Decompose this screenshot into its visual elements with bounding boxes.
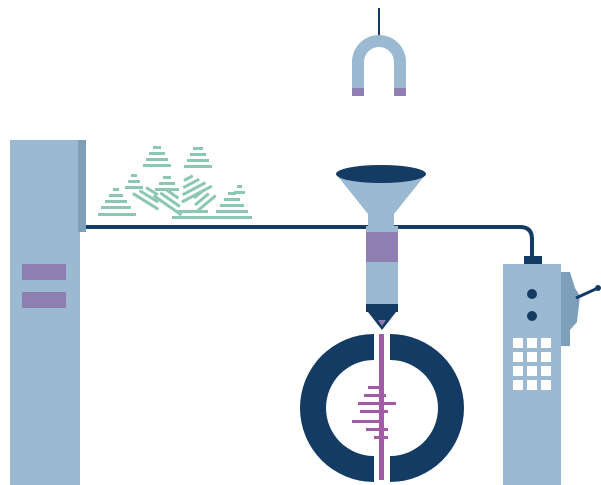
- magnet-pole-left: [352, 88, 364, 96]
- connecting-wire: [86, 225, 534, 258]
- control-unit: [503, 256, 601, 485]
- cable-connector: [524, 256, 542, 266]
- magnet-pole-right: [394, 88, 406, 96]
- crystal-pile: [98, 146, 252, 219]
- keypad-key: [541, 352, 551, 362]
- indicator-light: [527, 311, 537, 321]
- spectrum-peak: [364, 394, 386, 397]
- crystal-stack: [234, 185, 245, 194]
- keypad-key: [541, 366, 551, 376]
- spectrum-axis: [379, 334, 384, 480]
- keypad-key: [527, 366, 537, 376]
- indicator-light: [527, 289, 537, 299]
- left-cabinet: [10, 140, 86, 485]
- keypad-key: [513, 338, 523, 348]
- power-lever-icon: [561, 272, 601, 346]
- crystal-stack: [155, 176, 179, 191]
- crystal-stack: [132, 186, 160, 211]
- spectrum-peak: [374, 436, 388, 439]
- spectrum-peak: [368, 386, 382, 389]
- keypad-key: [527, 380, 537, 390]
- keypad-key: [527, 352, 537, 362]
- keypad-key: [513, 380, 523, 390]
- keypad: [513, 338, 551, 390]
- keypad-key: [527, 338, 537, 348]
- crystal-stack: [181, 174, 213, 204]
- keypad-key: [513, 352, 523, 362]
- crystal-stack: [212, 192, 252, 219]
- cabinet-slot-lower: [22, 292, 66, 308]
- keypad-key: [541, 380, 551, 390]
- electrospray-needle: [366, 226, 398, 330]
- crystal-stack: [98, 188, 136, 216]
- crystal-stack: [184, 147, 212, 168]
- spectrum-peak: [360, 410, 388, 413]
- spectrum-peak: [352, 420, 382, 423]
- ring-electrode: [300, 334, 464, 482]
- crystal-stack: [143, 146, 171, 167]
- spectrum-peak: [366, 428, 388, 431]
- spectrum-peak: [358, 402, 396, 405]
- crystal-stack: [125, 174, 143, 189]
- crystal-stack: [193, 190, 217, 214]
- crystal-stack: [172, 210, 214, 219]
- magnet: [352, 8, 406, 96]
- crystal-stack: [152, 189, 183, 217]
- cabinet-slot-upper: [22, 264, 66, 280]
- spectrum-bars: [352, 334, 396, 480]
- keypad-key: [513, 366, 523, 376]
- horseshoe-magnet-icon: [352, 35, 406, 96]
- sample-funnel: [336, 165, 426, 226]
- keypad-key: [541, 338, 551, 348]
- funnel-rim: [336, 165, 426, 183]
